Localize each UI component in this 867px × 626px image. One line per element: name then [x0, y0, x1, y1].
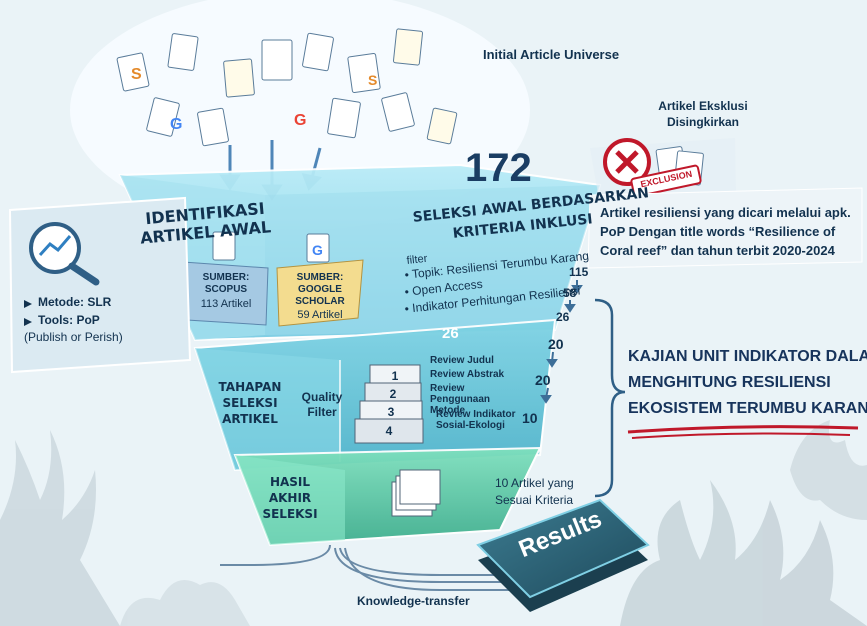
svg-text:S: S: [368, 72, 377, 88]
step-label: Review Abstrak: [430, 369, 505, 380]
focus-text: KAJIAN UNIT INDIKATOR DALAM: [628, 348, 867, 365]
coral-left: [0, 430, 250, 626]
step-number: 2: [389, 387, 397, 401]
search-note: Coral reef” dan tahun terbit 2020-2024: [600, 243, 835, 258]
focus-text: MENGHITUNG RESILIENSI: [628, 374, 831, 391]
google-icon: G: [170, 116, 182, 133]
result-documents: [391, 469, 441, 517]
exclusion-title: Artikel Eksklusi: [658, 99, 748, 113]
search-note: Artikel resiliensi yang dicari melalui a…: [600, 205, 851, 220]
source-cards: G: [182, 231, 364, 327]
scholar-label: SUMBER:: [296, 272, 344, 283]
falling-documents: S G G S: [116, 28, 458, 147]
method-panel: [8, 196, 192, 374]
funnel-stage-result: [233, 446, 542, 547]
step-number: 3: [387, 405, 395, 419]
stage2-title: SELEKSI: [222, 396, 278, 410]
method-text: Metode: SLR: [38, 295, 112, 309]
count-26: 26: [556, 310, 570, 324]
step-label: Review Judul: [430, 355, 494, 366]
scholar-label: SCHOLAR: [295, 296, 345, 307]
google-icon: G: [294, 112, 306, 129]
exclusion-title: Disingkirkan: [666, 115, 740, 129]
step-number: 1: [391, 369, 399, 383]
search-note-panel: [587, 187, 863, 269]
step-count: 20: [535, 372, 551, 388]
stage3-title: SELEKSI: [262, 507, 318, 521]
scopus-label: SCOPUS: [204, 284, 248, 295]
underline: [627, 425, 859, 434]
transfer-lines: [220, 544, 520, 591]
step-stack: [354, 364, 424, 444]
quality-filter: Filter: [307, 405, 337, 419]
focus-text: EKOSISTEM TERUMBU KARANG: [628, 400, 867, 417]
exclusion-panel: [590, 138, 736, 205]
tools-text: Tools: PoP: [38, 313, 100, 327]
step-number: 4: [385, 424, 393, 438]
result-count-text: 10 Artikel yang: [495, 476, 574, 490]
stage2-title: TAHAPAN: [218, 380, 282, 394]
scopus-count: 113 Artikel: [200, 298, 252, 310]
scholar-label: GOOGLE: [298, 284, 342, 295]
scopus-label: SUMBER:: [202, 272, 250, 283]
universe-label: Initial Article Universe: [483, 47, 620, 62]
svg-text:S: S: [131, 66, 142, 83]
step-count: 20: [548, 336, 564, 352]
transfer-label: Knowledge-transfer: [357, 594, 470, 608]
results-platform-icon: [476, 498, 650, 612]
coral-right: [620, 420, 867, 626]
result-count-text: Sesuai Kriteria: [495, 493, 574, 507]
quality-filter: Quality: [301, 390, 343, 404]
search-note: PoP Dengan title words “Resilience of: [600, 224, 836, 239]
stage3-title: AKHIR: [268, 491, 312, 505]
scholar-count: 59 Artikel: [297, 309, 343, 321]
underline: [631, 432, 851, 439]
tools-note: (Publish or Perish): [24, 330, 123, 344]
stage3-title: HASIL: [269, 475, 311, 489]
count-58: 58: [563, 286, 577, 300]
count-115: 115: [569, 265, 589, 279]
count-arrows: [540, 280, 583, 404]
total-count: 172: [465, 146, 532, 190]
step-count: 10: [522, 410, 538, 426]
step-label: Review Indikator Sosial-Ekologi: [436, 409, 516, 431]
stage2-top-count: 26: [442, 325, 459, 342]
google-icon: G: [312, 242, 323, 258]
bracket: [594, 298, 626, 498]
stage2-title: ARTIKEL: [222, 412, 278, 426]
step-label: Review Penggunaan Metode: [430, 383, 491, 416]
